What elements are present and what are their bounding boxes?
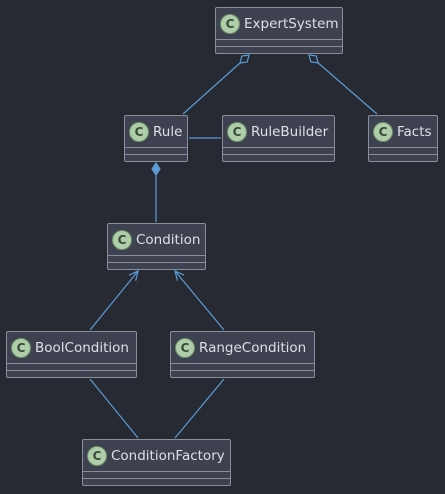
stereotype-letter: C bbox=[92, 448, 102, 463]
class-header: C ConditionFactory bbox=[83, 440, 230, 471]
class-stereotype-icon: C bbox=[11, 337, 31, 358]
class-stereotype-icon: C bbox=[87, 445, 107, 466]
stereotype-letter: C bbox=[117, 232, 127, 247]
relation-bool-condition-to-condition-arrowhead bbox=[128, 269, 139, 281]
class-name: Condition bbox=[136, 231, 201, 248]
relation-expert-system-to-facts-aggregation-diamond bbox=[308, 54, 319, 64]
class-attributes-section bbox=[171, 363, 314, 370]
class-name: ConditionFactory bbox=[111, 447, 225, 464]
relation-range-condition-to-condition-line bbox=[174, 270, 225, 331]
class-stereotype-icon: C bbox=[112, 229, 132, 250]
class-condition-factory[interactable]: C ConditionFactory bbox=[82, 439, 231, 486]
class-attributes-section bbox=[125, 147, 187, 154]
relation-condition-factory-to-bool-condition-line bbox=[89, 378, 139, 439]
class-attributes-section bbox=[7, 363, 136, 370]
class-range-condition[interactable]: C RangeCondition bbox=[170, 331, 315, 378]
class-rule[interactable]: C Rule bbox=[124, 115, 188, 162]
class-header: C RuleBuilder bbox=[223, 116, 334, 147]
class-header: C Facts bbox=[369, 116, 437, 147]
class-methods-section bbox=[216, 46, 342, 53]
class-rule-builder[interactable]: C RuleBuilder bbox=[222, 115, 335, 162]
class-attributes-section bbox=[108, 255, 205, 262]
class-name: Facts bbox=[397, 123, 432, 140]
class-expert-system[interactable]: C ExpertSystem bbox=[215, 7, 343, 54]
class-header: C Condition bbox=[108, 224, 205, 255]
class-name: RangeCondition bbox=[199, 339, 307, 356]
class-header: C ExpertSystem bbox=[216, 8, 342, 39]
class-stereotype-icon: C bbox=[175, 337, 195, 358]
class-facts[interactable]: C Facts bbox=[368, 115, 438, 162]
class-methods-section bbox=[171, 370, 314, 377]
stereotype-letter: C bbox=[16, 340, 26, 355]
class-attributes-section bbox=[369, 147, 437, 154]
relation-expert-system-to-rule-aggregation-diamond bbox=[239, 54, 250, 64]
stereotype-letter: C bbox=[134, 124, 144, 139]
relation-expert-system-to-facts-line bbox=[308, 54, 378, 115]
relation-bool-condition-to-condition-line bbox=[89, 270, 139, 331]
relation-condition-factory-to-range-condition-line bbox=[174, 378, 225, 439]
class-methods-section bbox=[125, 154, 187, 161]
class-header: C BoolCondition bbox=[7, 332, 136, 363]
class-stereotype-icon: C bbox=[227, 121, 247, 142]
class-stereotype-icon: C bbox=[220, 13, 240, 34]
stereotype-letter: C bbox=[225, 16, 235, 31]
relation-expert-system-to-rule-line bbox=[182, 54, 250, 115]
relation-range-condition-to-condition-arrowhead bbox=[174, 269, 185, 281]
class-methods-section bbox=[369, 154, 437, 161]
stereotype-letter: C bbox=[378, 124, 388, 139]
class-condition[interactable]: C Condition bbox=[107, 223, 206, 270]
class-name: RuleBuilder bbox=[251, 123, 329, 140]
class-methods-section bbox=[7, 370, 136, 377]
stereotype-letter: C bbox=[232, 124, 242, 139]
class-name: Rule bbox=[153, 123, 183, 140]
stereotype-letter: C bbox=[180, 340, 190, 355]
class-header: C Rule bbox=[125, 116, 187, 147]
class-stereotype-icon: C bbox=[373, 121, 393, 142]
class-header: C RangeCondition bbox=[171, 332, 314, 363]
class-methods-section bbox=[223, 154, 334, 161]
class-bool-condition[interactable]: C BoolCondition bbox=[6, 331, 137, 378]
class-attributes-section bbox=[83, 471, 230, 478]
relation-rule-to-condition-composition-diamond bbox=[151, 161, 161, 177]
class-attributes-section bbox=[216, 39, 342, 46]
class-name: ExpertSystem bbox=[244, 15, 339, 32]
class-stereotype-icon: C bbox=[129, 121, 149, 142]
class-attributes-section bbox=[223, 147, 334, 154]
class-name: BoolCondition bbox=[35, 339, 129, 356]
class-methods-section bbox=[83, 478, 230, 485]
class-methods-section bbox=[108, 262, 205, 269]
